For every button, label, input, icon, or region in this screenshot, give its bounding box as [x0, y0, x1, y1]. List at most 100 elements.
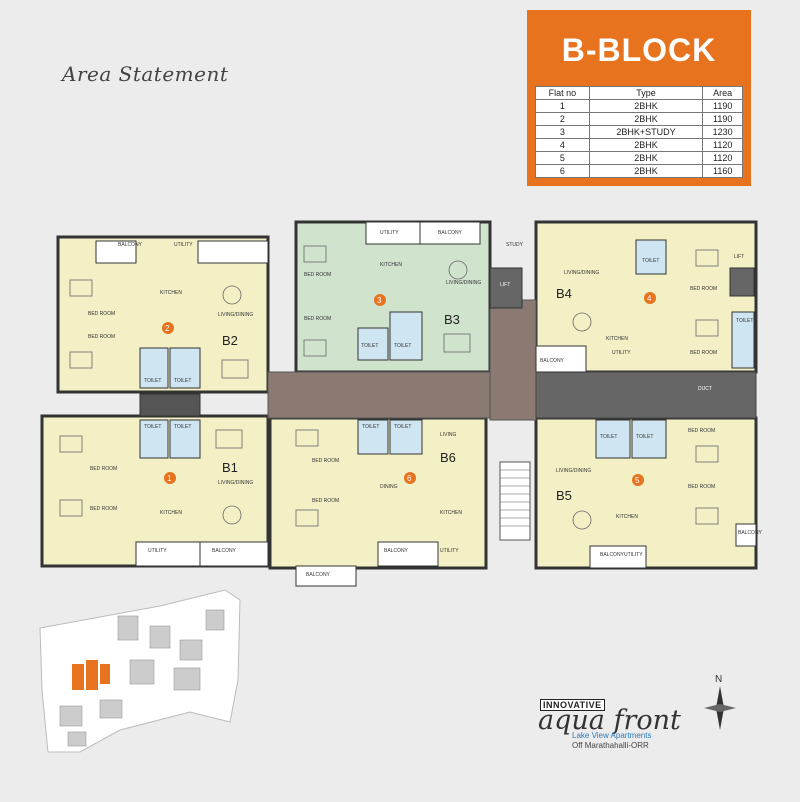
- flat-marker-number: 4: [647, 294, 652, 303]
- b3-toilet-2: [389, 311, 423, 361]
- room-label: BALCONY: [738, 530, 763, 536]
- room-label: BED ROOM: [90, 506, 117, 512]
- room-label: TOILET: [600, 434, 617, 440]
- room-label: UTILITY: [612, 350, 631, 356]
- room-label: KITCHEN: [160, 290, 182, 296]
- room-label: BALCONY: [384, 548, 409, 554]
- b6-balcony-2: [377, 541, 439, 567]
- b5-balcony: [589, 545, 647, 569]
- room-label: BED ROOM: [304, 316, 331, 322]
- room-label: BED ROOM: [690, 286, 717, 292]
- b4-toilet-2: [731, 311, 755, 369]
- b3-balcony: [419, 221, 481, 245]
- flat-label-b3: B3: [444, 312, 460, 327]
- room-label: BED ROOM: [304, 272, 331, 278]
- cell-type: 2BHK: [588, 164, 704, 178]
- b2-balcony: [95, 240, 137, 264]
- b1-toilet-2: [169, 419, 201, 459]
- room-label: TOILET: [174, 424, 191, 430]
- room-label: BALCONY: [306, 572, 331, 578]
- room-label: KITCHEN: [606, 336, 628, 342]
- flat-marker-number: 1: [167, 474, 172, 483]
- block-title: B-BLOCK: [561, 32, 717, 68]
- room-label: TOILET: [144, 424, 161, 430]
- b1-balcony: [199, 541, 269, 567]
- cell-area: 1160: [702, 164, 743, 178]
- room-label: TOILET: [144, 378, 161, 384]
- room-label: KITCHEN: [440, 510, 462, 516]
- b5-balcony-2: [735, 523, 757, 547]
- room-label: LIVING: [440, 432, 457, 438]
- b4-toilet-1: [635, 239, 667, 275]
- area-statement-title: Area Statement: [62, 62, 229, 86]
- flat-marker-number: 3: [377, 296, 382, 305]
- b1-toilet-1: [139, 419, 169, 459]
- room-label: BALCONY: [118, 242, 143, 248]
- flat-marker: [374, 294, 386, 306]
- brand-name: aqua front: [538, 705, 681, 736]
- brand-top: INNOVATIVE: [540, 699, 605, 711]
- room-label: TOILET: [394, 343, 411, 349]
- room-label: TOILET: [394, 424, 411, 430]
- flat-marker: [162, 322, 174, 334]
- room-label: BED ROOM: [688, 484, 715, 490]
- compass-label: N: [715, 674, 722, 685]
- room-label: LIVING/DINING: [446, 280, 481, 286]
- room-label: BALCONY: [540, 358, 565, 364]
- room-label: STUDY: [506, 242, 524, 248]
- room-label: LIVING/DINING: [218, 312, 253, 318]
- flat-label-b1: B1: [222, 460, 238, 475]
- b6-toilet-1: [357, 419, 389, 455]
- flat-marker: [644, 292, 656, 304]
- room-label: TOILET: [174, 378, 191, 384]
- room-label: TOILET: [642, 258, 659, 264]
- room-label: BED ROOM: [312, 458, 339, 464]
- b2-toilet-1: [139, 347, 169, 389]
- room-label: BALCONY: [600, 552, 625, 558]
- room-label: KITCHEN: [380, 262, 402, 268]
- room-label: KITCHEN: [160, 510, 182, 516]
- b2-toilet-2: [169, 347, 201, 389]
- room-label: UTILITY: [174, 242, 193, 248]
- b6-balcony-1: [295, 565, 357, 587]
- room-label: UTILITY: [624, 552, 643, 558]
- b4-balcony: [535, 345, 587, 373]
- room-label: BALCONY: [212, 548, 237, 554]
- b1-utility: [135, 541, 201, 567]
- flat-label-b5: B5: [556, 488, 572, 503]
- staircase: [499, 461, 531, 541]
- flat-marker-number: 5: [635, 476, 640, 485]
- room-label: KITCHEN: [616, 514, 638, 520]
- flat-label-b2: B2: [222, 333, 238, 348]
- room-label: LIFT: [500, 282, 510, 288]
- flat-marker: [404, 472, 416, 484]
- room-label: BALCONY: [438, 230, 463, 236]
- room-label: TOILET: [362, 424, 379, 430]
- room-label: DINING: [380, 484, 398, 490]
- furniture: [59, 245, 719, 530]
- room-label: UTILITY: [380, 230, 399, 236]
- room-label: UTILITY: [440, 548, 459, 554]
- site-plan-buildings: [59, 609, 225, 747]
- room-label: LIVING/DINING: [556, 468, 591, 474]
- b5-toilet-1: [595, 419, 631, 459]
- flat-label-b6: B6: [440, 450, 456, 465]
- room-label: LIVING/DINING: [218, 480, 253, 486]
- flat-marker: [164, 472, 176, 484]
- room-label: BED ROOM: [88, 334, 115, 340]
- room-label: BED ROOM: [312, 498, 339, 504]
- room-label: TOILET: [736, 318, 753, 324]
- b2-utility: [197, 240, 269, 264]
- room-label: BED ROOM: [690, 350, 717, 356]
- room-label: TOILET: [361, 343, 378, 349]
- flat-marker: [632, 474, 644, 486]
- brand-location: Off Marathahalli-ORR: [572, 741, 649, 750]
- flat-marker-number: 6: [407, 474, 412, 483]
- lift-shaft: [489, 267, 523, 309]
